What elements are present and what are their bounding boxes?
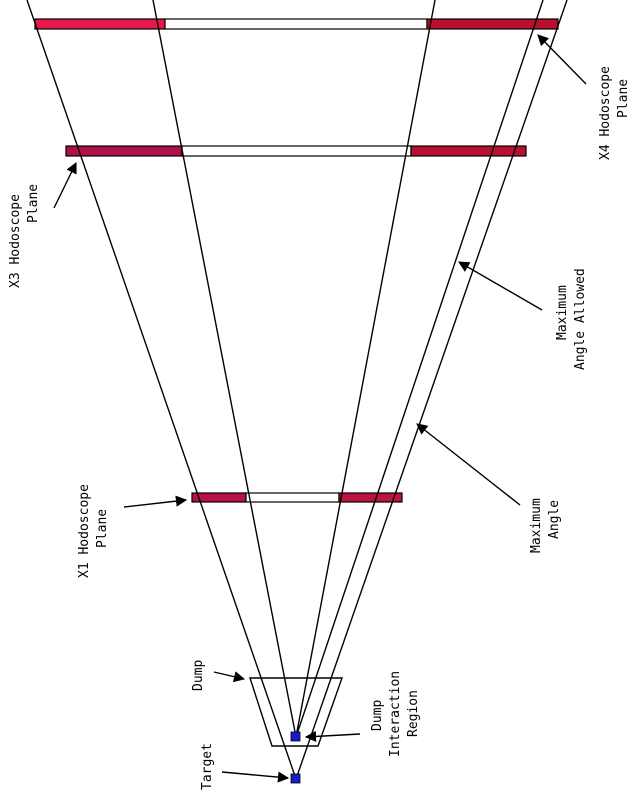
target-arrow bbox=[221, 771, 290, 783]
dump-interaction-line2: Interaction bbox=[388, 671, 403, 757]
target-marker bbox=[290, 773, 301, 784]
dump-label: Dump bbox=[191, 660, 206, 691]
x1-right-segment bbox=[338, 492, 403, 503]
x1-label-line1: X1 Hodoscope bbox=[77, 484, 92, 578]
dump-block bbox=[249, 677, 343, 747]
x4-label-line2: Plane bbox=[616, 79, 631, 118]
x4-label: X4 Hodoscope Plane bbox=[598, 66, 631, 160]
max-angle-line2: Angle bbox=[547, 500, 562, 539]
x4-right-segment bbox=[426, 18, 559, 30]
left-inner-trajectory bbox=[152, 0, 297, 738]
max-angle-line1: Maximum bbox=[529, 498, 544, 553]
dump-interaction-label: Dump Interaction Region bbox=[370, 671, 421, 757]
maximum-angle-line bbox=[295, 0, 568, 780]
x4-label-line1: X4 Hodoscope bbox=[598, 66, 613, 160]
max-angle-allowed-line2: Angle Allowed bbox=[573, 268, 588, 370]
x3-hodoscope-plane bbox=[65, 145, 527, 157]
left-outer-trajectory bbox=[26, 0, 297, 780]
x1-label-line2: Plane bbox=[95, 509, 110, 548]
dump-interaction-arrow bbox=[304, 730, 361, 743]
x1-label: X1 Hodoscope Plane bbox=[77, 484, 110, 578]
x3-label-line1: X3 Hodoscope bbox=[8, 194, 23, 288]
max-angle-arrow bbox=[416, 423, 521, 506]
x1-hodoscope-plane bbox=[191, 492, 403, 503]
max-angle-allowed-arrow bbox=[458, 261, 543, 311]
x3-arrow bbox=[53, 161, 77, 209]
target-label-text: Target bbox=[200, 743, 215, 790]
x1-center-segment bbox=[245, 492, 340, 503]
max-angle-allowed-line1: Maximum bbox=[555, 285, 570, 340]
dump-interaction-line1: Dump bbox=[370, 700, 385, 731]
x3-left-segment bbox=[65, 145, 183, 157]
dump-label-text: Dump bbox=[191, 660, 206, 691]
dump-interaction-line3: Region bbox=[406, 690, 421, 737]
x4-left-segment bbox=[34, 18, 166, 30]
max-angle-label: Maximum Angle bbox=[529, 498, 562, 553]
dump-arrow bbox=[213, 671, 246, 683]
right-inner-trajectory bbox=[295, 0, 436, 738]
x3-center-segment bbox=[181, 145, 412, 157]
dump-interaction-region-marker bbox=[290, 731, 301, 742]
x3-right-segment bbox=[410, 145, 527, 157]
x1-arrow bbox=[123, 495, 188, 508]
maximum-angle-allowed-line bbox=[295, 0, 544, 738]
x4-arrow bbox=[537, 34, 587, 85]
max-angle-allowed-label: Maximum Angle Allowed bbox=[555, 268, 588, 370]
x4-hodoscope-plane bbox=[34, 18, 559, 30]
x4-center-segment bbox=[164, 18, 428, 30]
x3-label-line2: Plane bbox=[26, 184, 41, 223]
x3-label: X3 Hodoscope Plane bbox=[8, 184, 41, 288]
target-label: Target bbox=[200, 743, 215, 790]
